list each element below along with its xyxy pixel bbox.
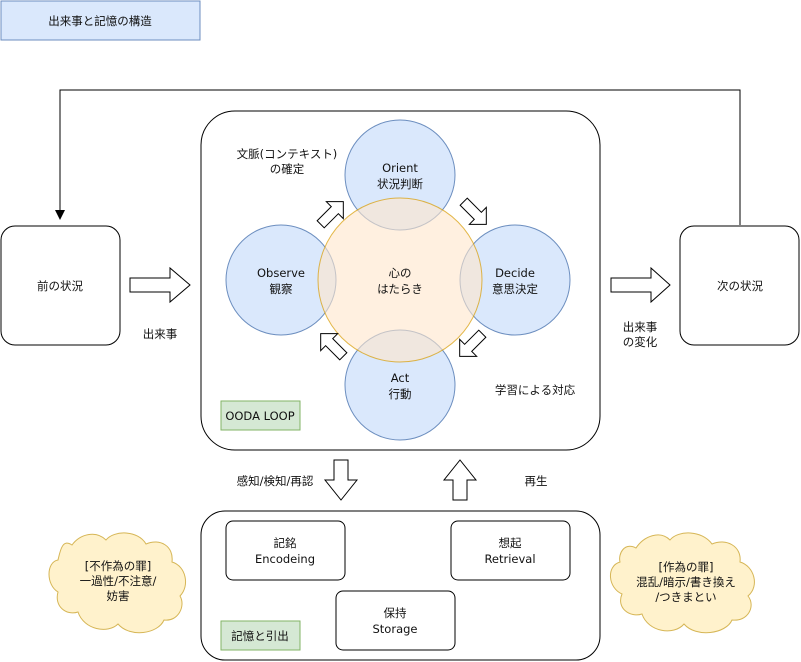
encoding-box: 記銘 Encodeing — [225, 520, 346, 581]
previous-state-box: 前の状況 — [0, 225, 121, 346]
event-label: 出来事 — [143, 327, 178, 341]
title-text: 出来事と記憶の構造 — [48, 14, 152, 28]
commission-cloud: [作為の罪] 混乱/暗示/書き換え /つきまとい — [610, 532, 755, 634]
omission-cloud: [不作為の罪] 一過性/不注意/ 妨害 — [48, 532, 187, 634]
omission-cloud-line3: 妨害 — [107, 589, 130, 603]
act-label-en: Act — [391, 371, 410, 385]
loop-arrow-orient-to-decide — [459, 197, 487, 225]
feedback-connector — [55, 89, 741, 225]
event-arrow — [129, 266, 191, 304]
previous-state-label: 前の状況 — [37, 279, 83, 293]
encoding-label-en: Encodeing — [255, 552, 315, 566]
act-label-ja: 行動 — [389, 387, 412, 401]
memory-badge-text: 記憶と引出 — [231, 629, 289, 643]
mind-function-line1: 心の — [389, 266, 412, 280]
loop-arrow-act-to-observe — [320, 333, 348, 361]
encoding-label-ja: 記銘 — [274, 536, 297, 550]
orient-label-en: Orient — [382, 161, 418, 175]
change-arrow — [610, 266, 671, 304]
observe-label-en: Observe — [257, 266, 305, 280]
omission-cloud-line2: 一過性/不注意/ — [80, 574, 157, 588]
loop-arrow-decide-to-act — [459, 329, 487, 357]
learning-label: 学習による対応 — [495, 383, 576, 397]
observe-label-ja: 観察 — [270, 282, 293, 296]
change-label-line2: の変化 — [623, 335, 658, 349]
ooda-loop-badge-text: OODA LOOP — [225, 409, 294, 423]
decide-label-ja: 意思決定 — [492, 282, 538, 296]
replay-arrow — [442, 459, 478, 501]
commission-cloud-line3: /つきまとい — [655, 590, 716, 604]
next-state-label: 次の状況 — [717, 279, 763, 293]
retrieval-label-ja: 想起 — [499, 536, 522, 550]
title-box: 出来事と記憶の構造 — [0, 0, 201, 41]
retrieval-label-en: Retrieval — [484, 552, 535, 566]
replay-label: 再生 — [525, 474, 548, 488]
retrieval-box: 想起 Retrieval — [450, 520, 571, 581]
storage-box: 保持 Storage — [335, 590, 456, 651]
commission-cloud-line1: [作為の罪] — [659, 560, 714, 574]
loop-arrow-observe-to-orient — [316, 201, 344, 229]
mind-function-node: 心の はたらき — [317, 197, 483, 363]
omission-cloud-line1: [不作為の罪] — [85, 559, 151, 573]
perception-arrow — [323, 459, 359, 501]
next-state-box: 次の状況 — [679, 225, 800, 346]
ooda-loop-badge: OODA LOOP — [220, 400, 301, 431]
memory-badge: 記憶と引出 — [220, 620, 301, 651]
context-label-line2: の確定 — [270, 162, 305, 176]
perception-label: 感知/検知/再認 — [237, 474, 314, 488]
context-label-line1: 文脈(コンテキスト) — [237, 147, 338, 161]
mind-function-line2: はたらき — [377, 282, 423, 296]
change-label-line1: 出来事 — [623, 320, 658, 334]
storage-label-ja: 保持 — [384, 606, 407, 620]
orient-label-ja: 状況判断 — [377, 177, 423, 191]
decide-label-en: Decide — [495, 266, 535, 280]
storage-label-en: Storage — [373, 622, 418, 636]
commission-cloud-line2: 混乱/暗示/書き換え — [636, 575, 736, 589]
